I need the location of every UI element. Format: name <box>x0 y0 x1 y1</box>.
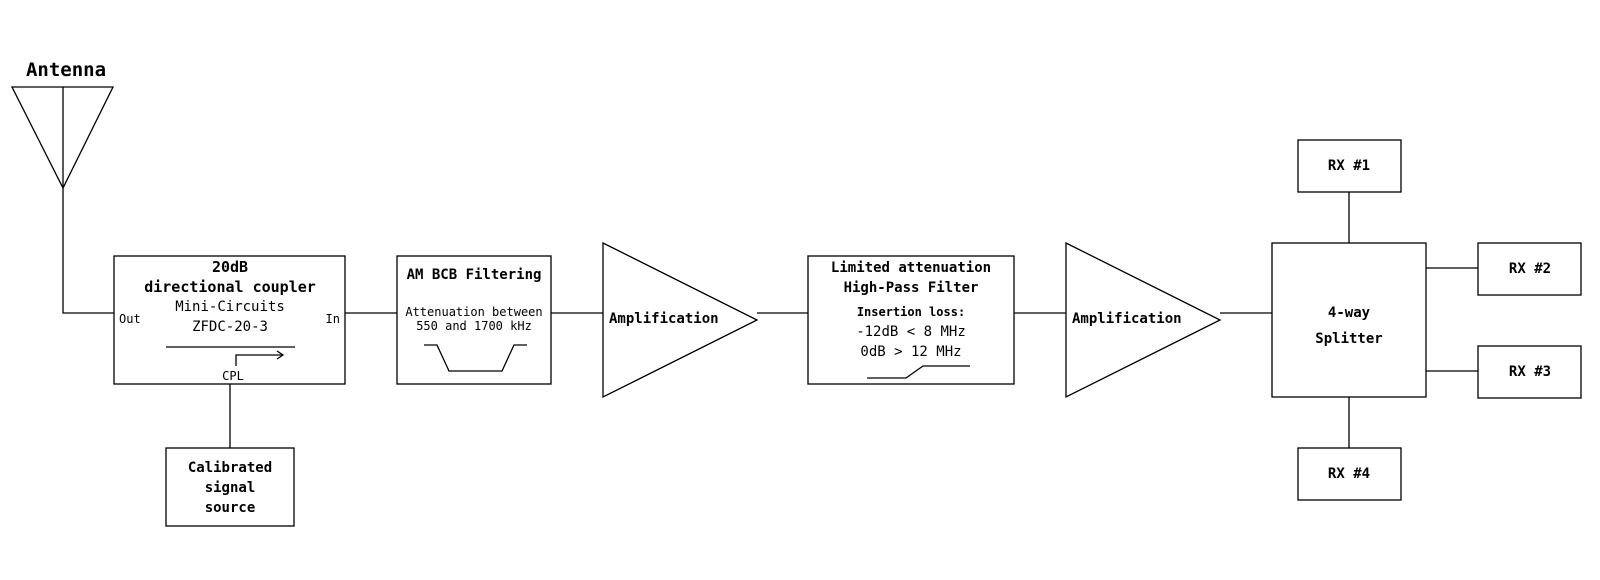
rx2-box <box>1477 242 1582 296</box>
splitter-line1: 4-way <box>1328 305 1371 321</box>
amplifier-1-label: Amplification <box>609 311 719 327</box>
signal-source-line1: Calibrated <box>188 460 272 476</box>
rx1-box <box>1297 139 1402 193</box>
rx3-box <box>1477 345 1582 399</box>
amplifier-1-triangle <box>602 241 759 399</box>
signal-source-line3: source <box>205 500 256 516</box>
coupler-manufacturer: Mini-Circuits <box>175 299 285 315</box>
notch-filter-icon <box>424 344 527 372</box>
connections <box>62 188 1478 448</box>
receiver-rx3: RX #3 <box>1477 345 1582 399</box>
coupler-arrowhead-icon <box>276 350 285 360</box>
coupler-port-cpl: CPL <box>222 369 244 383</box>
amplifier-2: Amplification <box>1065 241 1222 399</box>
splitter-line2: Splitter <box>1315 331 1382 347</box>
receiver-rx1: RX #1 <box>1297 139 1402 193</box>
hpf-title2: High-Pass Filter <box>844 280 979 296</box>
antenna-icon <box>10 86 115 190</box>
rx4-box <box>1297 447 1402 501</box>
amplifier-2-label: Amplification <box>1072 311 1182 327</box>
hpf-insertion-loss: Insertion loss: <box>857 305 965 319</box>
coupler-port-out: Out <box>119 312 141 326</box>
high-pass-filter-block: Limited attenuation High-Pass Filter Ins… <box>807 255 1015 385</box>
coupler-port-in: In <box>326 312 340 326</box>
amplifier-1: Amplification <box>602 241 759 399</box>
hpf-loss-low: -12dB < 8 MHz <box>856 324 966 340</box>
coupler-box <box>113 255 346 385</box>
antenna-label: Antenna <box>26 59 106 81</box>
coupler-arrow-icon <box>235 354 283 366</box>
hpf-title1: Limited attenuation <box>831 260 991 276</box>
bcb-filter-title: AM BCB Filtering <box>407 267 542 283</box>
wire-antenna-coupler <box>62 188 114 314</box>
rx1-label: RX #1 <box>1328 158 1370 174</box>
coupler-type: directional coupler <box>144 278 316 296</box>
receiver-rx4: RX #4 <box>1297 447 1402 501</box>
signal-source-line2: signal <box>205 480 256 496</box>
bcb-filter-box <box>396 255 552 385</box>
bcb-filter-line2: 550 and 1700 kHz <box>416 319 532 333</box>
rx4-label: RX #4 <box>1328 466 1370 482</box>
coupler-rating: 20dB <box>212 258 248 276</box>
amplifier-2-triangle <box>1065 241 1222 399</box>
bcb-filter-block: AM BCB Filtering Attenuation between 550… <box>396 255 552 385</box>
antenna: Antenna <box>10 59 115 190</box>
signal-source-box <box>165 447 295 527</box>
hpf-loss-high: 0dB > 12 MHz <box>860 344 961 360</box>
signal-source-block: Calibrated signal source <box>165 447 295 527</box>
splitter-block: 4-way Splitter <box>1271 242 1427 398</box>
receiver-rx2: RX #2 <box>1477 242 1582 296</box>
rx2-label: RX #2 <box>1509 261 1551 277</box>
rx3-label: RX #3 <box>1509 364 1551 380</box>
hpf-box <box>807 255 1015 385</box>
bcb-filter-line1: Attenuation between <box>405 305 542 319</box>
splitter-box <box>1271 242 1427 398</box>
highpass-response-icon <box>867 365 970 379</box>
directional-coupler-block: 20dB directional coupler Mini-Circuits Z… <box>113 255 346 385</box>
coupler-model: ZFDC-20-3 <box>192 319 268 335</box>
